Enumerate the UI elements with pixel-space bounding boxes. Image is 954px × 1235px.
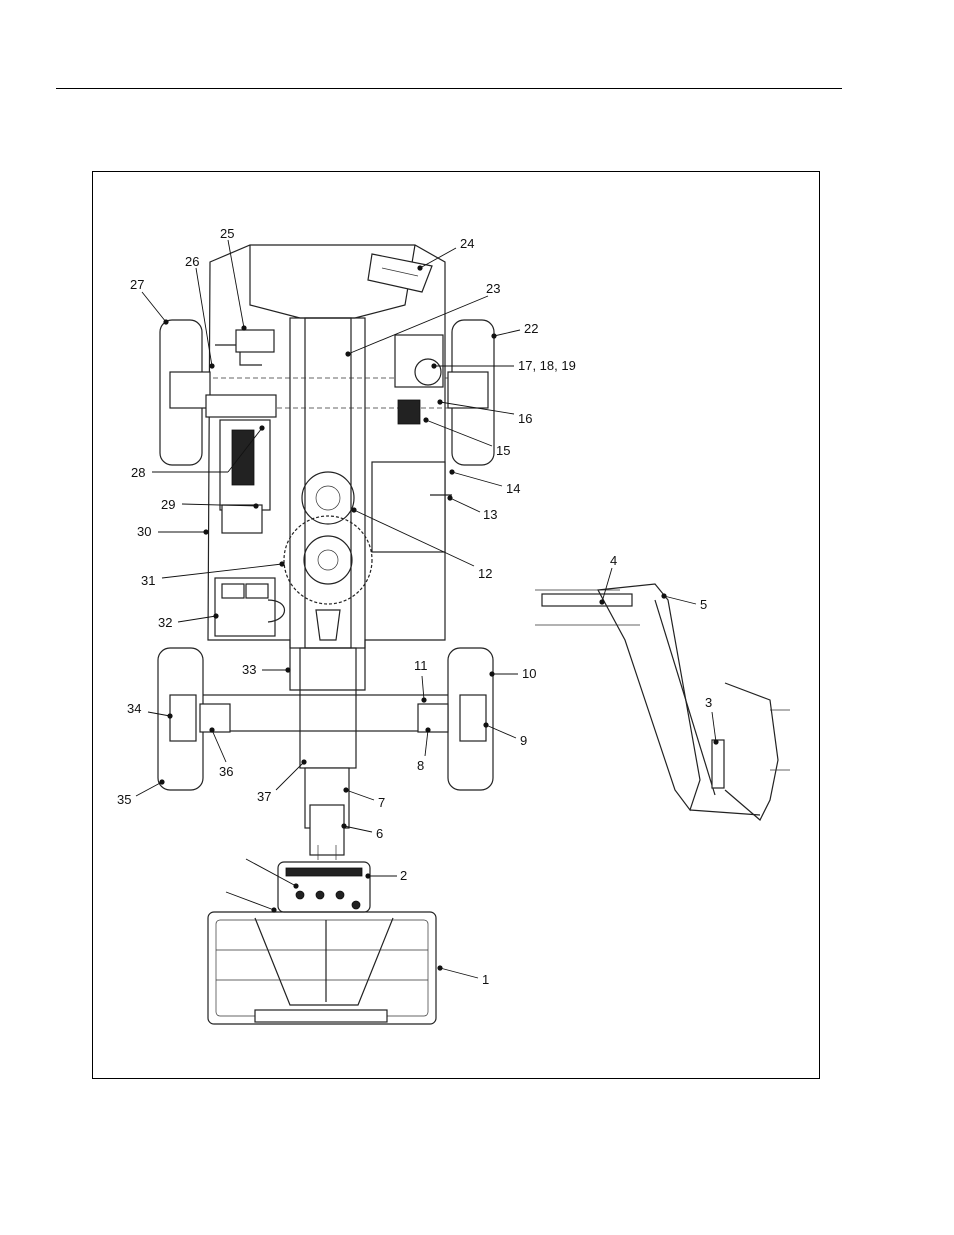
callout-10: 10 bbox=[522, 666, 536, 681]
battery bbox=[221, 504, 263, 534]
side-view-platform bbox=[724, 682, 779, 821]
callout-20: 22 bbox=[524, 321, 538, 336]
ground-control-box bbox=[214, 577, 276, 637]
callout-26: 28 bbox=[131, 465, 145, 480]
callout-11: 11 bbox=[414, 658, 428, 673]
callout-31: 33 bbox=[242, 662, 256, 677]
left-drive-motor bbox=[199, 703, 231, 733]
header-rule bbox=[56, 88, 842, 89]
right-drive-motor bbox=[417, 703, 449, 733]
tank bbox=[371, 461, 446, 553]
callout-34: 36 bbox=[219, 764, 233, 779]
callout-32: 34 bbox=[127, 701, 141, 716]
callout-16: 16 bbox=[518, 411, 532, 426]
callout-12: 12 bbox=[478, 566, 492, 581]
callout-3: 3 bbox=[705, 695, 712, 710]
callout-35: 37 bbox=[257, 789, 271, 804]
side-view-cylinder bbox=[541, 593, 633, 607]
callout-8: 8 bbox=[417, 758, 424, 773]
platform-basket bbox=[207, 911, 437, 1025]
callout-5: 5 bbox=[700, 597, 707, 612]
boom-outer bbox=[289, 317, 366, 649]
upper-control-box bbox=[367, 253, 433, 293]
slew-gear-upper bbox=[301, 471, 355, 525]
callout-15: 15 bbox=[496, 443, 510, 458]
callout-30: 32 bbox=[158, 615, 172, 630]
callout-17-18-19: 17, 18, 19 bbox=[518, 358, 576, 373]
valve-block bbox=[397, 399, 421, 425]
callout-25: 27 bbox=[130, 277, 144, 292]
callout-22: 24 bbox=[460, 236, 474, 251]
callout-28: 30 bbox=[137, 524, 151, 539]
machine-drawing bbox=[157, 244, 790, 1025]
side-view-leveling-cylinder bbox=[711, 739, 725, 789]
boom-tip bbox=[309, 804, 345, 856]
radiator bbox=[205, 394, 277, 418]
callout-23: 25 bbox=[220, 226, 234, 241]
figure-frame bbox=[92, 171, 820, 1079]
callout-13: 13 bbox=[483, 507, 497, 522]
callout-9: 9 bbox=[520, 733, 527, 748]
callout-33: 35 bbox=[117, 792, 131, 807]
callout-6: 6 bbox=[376, 826, 383, 841]
callout-2: 2 bbox=[400, 868, 407, 883]
callout-4: 4 bbox=[610, 553, 617, 568]
callout-1: 1 bbox=[482, 972, 489, 987]
callout-7: 7 bbox=[378, 795, 385, 810]
boom-inner bbox=[304, 317, 352, 649]
callout-14: 14 bbox=[506, 481, 520, 496]
slew-ring bbox=[283, 515, 373, 605]
side-view-boom bbox=[597, 583, 701, 812]
callouts: 1 2 3 4 5 6 7 8 9 10 11 12 13 bbox=[117, 226, 719, 987]
callout-24: 26 bbox=[185, 254, 199, 269]
callout-27: 29 bbox=[161, 497, 175, 512]
callout-21: 23 bbox=[486, 281, 500, 296]
callout-29: 31 bbox=[141, 573, 155, 588]
